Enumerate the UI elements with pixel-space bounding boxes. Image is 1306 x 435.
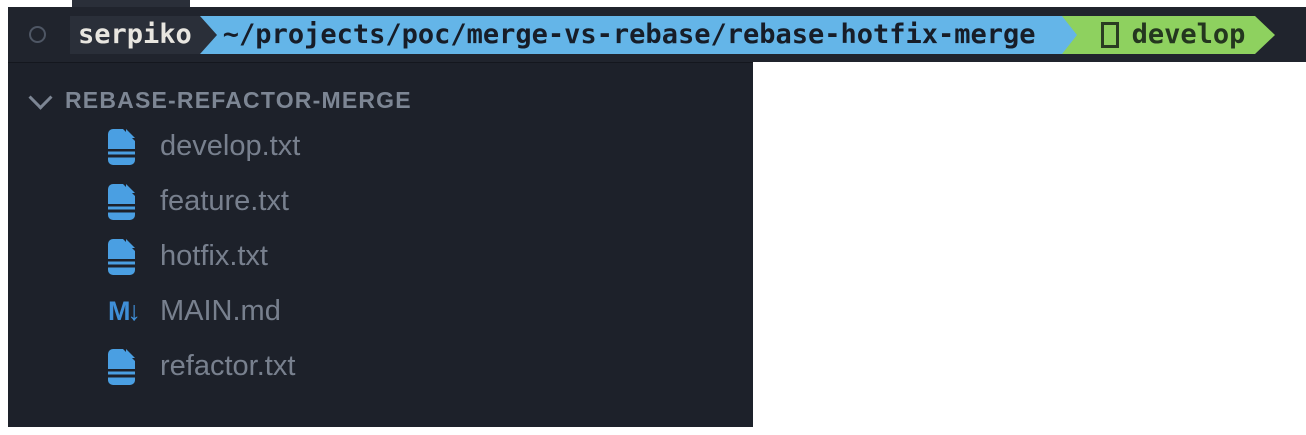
explorer-section-label: REBASE-REFACTOR-MERGE bbox=[65, 86, 412, 113]
explorer-panel: REBASE-REFACTOR-MERGE M↓ develop.txt M↓ … bbox=[8, 62, 753, 427]
prompt-cwd-label: ~/projects/poc/merge-vs-rebase/rebase-ho… bbox=[222, 19, 1036, 50]
file-row-hotfix-txt[interactable]: M↓ hotfix.txt bbox=[8, 229, 753, 284]
file-text-icon: M↓ bbox=[108, 183, 142, 220]
powerline-arrow-icon bbox=[199, 15, 217, 54]
file-text-icon bbox=[108, 128, 135, 165]
file-text-icon bbox=[108, 183, 135, 220]
file-list: M↓ develop.txt M↓ feature.txt M↓ hotfix.… bbox=[8, 119, 753, 394]
file-name-label: feature.txt bbox=[160, 185, 289, 217]
chevron-down-icon[interactable] bbox=[28, 85, 53, 110]
markdown-icon: M↓ bbox=[108, 298, 142, 325]
file-row-develop-txt[interactable]: M↓ develop.txt bbox=[8, 119, 753, 174]
markdown-icon: M↓ bbox=[108, 296, 141, 326]
file-text-icon: M↓ bbox=[108, 348, 142, 385]
prompt-circle-icon bbox=[29, 26, 46, 43]
terminal-prompt-bar: serpiko ~/projects/poc/merge-vs-rebase/r… bbox=[8, 7, 1306, 62]
prompt-user-label: serpiko bbox=[78, 19, 192, 50]
file-text-icon bbox=[108, 348, 135, 385]
prompt-user-segment: serpiko bbox=[70, 15, 200, 54]
file-name-label: hotfix.txt bbox=[160, 240, 268, 272]
file-row-refactor-txt[interactable]: M↓ refactor.txt bbox=[8, 339, 753, 394]
git-branch-icon bbox=[1100, 21, 1119, 48]
file-row-main-md[interactable]: M↓ MAIN.md bbox=[8, 284, 753, 339]
powerline-arrow-icon bbox=[1061, 15, 1077, 54]
prompt-branch-label: develop bbox=[1131, 19, 1246, 50]
explorer-section-header[interactable]: REBASE-REFACTOR-MERGE bbox=[8, 81, 753, 119]
prompt-path-segment: ~/projects/poc/merge-vs-rebase/rebase-ho… bbox=[216, 15, 1062, 54]
cropped-previous-prompt-fragment bbox=[72, 0, 190, 7]
file-name-label: MAIN.md bbox=[160, 295, 281, 327]
file-name-label: develop.txt bbox=[160, 130, 301, 162]
powerline-arrow-icon bbox=[1255, 16, 1275, 54]
file-name-label: refactor.txt bbox=[160, 350, 296, 382]
file-row-feature-txt[interactable]: M↓ feature.txt bbox=[8, 174, 753, 229]
file-text-icon: M↓ bbox=[108, 128, 142, 165]
file-text-icon: M↓ bbox=[108, 238, 142, 275]
file-text-icon bbox=[108, 238, 135, 275]
prompt-git-branch-segment: develop bbox=[1076, 15, 1256, 54]
